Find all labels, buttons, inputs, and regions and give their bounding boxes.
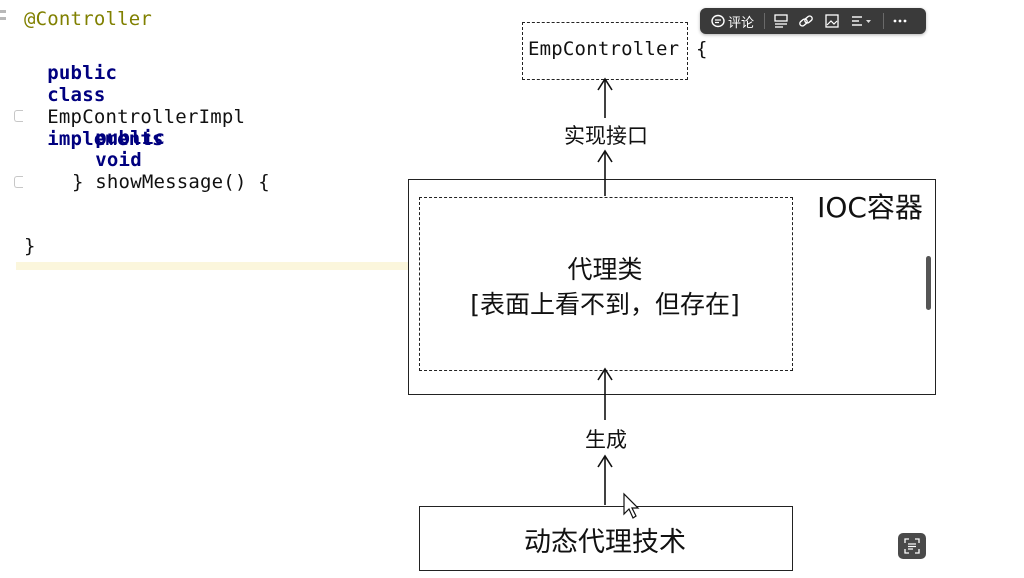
dynamic-proxy-tech-box bbox=[419, 506, 793, 571]
link-button[interactable] bbox=[793, 10, 819, 32]
scan-text-button[interactable] bbox=[898, 533, 926, 559]
class-open-brace: { bbox=[696, 38, 708, 60]
toolbar-divider bbox=[883, 13, 884, 29]
fold-marker[interactable] bbox=[14, 110, 23, 122]
implements-label: 实现接口 bbox=[564, 124, 648, 148]
keyword-void: void bbox=[95, 149, 142, 171]
scrollbar[interactable] bbox=[926, 256, 931, 310]
keyword-public: public bbox=[47, 62, 118, 84]
fold-marker[interactable] bbox=[14, 176, 23, 188]
code-method-declaration: public void showMessage() { bbox=[72, 105, 270, 193]
comment-button[interactable]: 评论 bbox=[704, 10, 760, 32]
class-close-brace: } bbox=[24, 235, 36, 257]
toolbar-divider bbox=[764, 13, 765, 29]
mouse-cursor-icon bbox=[623, 492, 640, 519]
arrow-head bbox=[597, 77, 613, 91]
keyword-class: class bbox=[47, 84, 106, 106]
align-icon bbox=[852, 16, 871, 26]
class-name: EmpControllerImpl bbox=[47, 106, 246, 128]
align-dropdown[interactable] bbox=[845, 10, 879, 32]
code-annotation: @Controller bbox=[24, 8, 153, 30]
gutter-mark bbox=[0, 17, 6, 20]
method-signature: showMessage() { bbox=[95, 171, 270, 193]
more-icon bbox=[893, 19, 907, 23]
arrow-head bbox=[597, 367, 613, 381]
proxy-title: 代理类 bbox=[567, 255, 643, 284]
method-close-brace: } bbox=[72, 171, 84, 193]
ioc-label: IOC容器 bbox=[817, 191, 923, 224]
gutter-mark bbox=[0, 10, 6, 13]
code-class-declaration: public class EmpControllerImpl implement… bbox=[24, 40, 245, 150]
keyword-public: public bbox=[95, 127, 166, 149]
more-button[interactable] bbox=[888, 10, 912, 32]
image-icon bbox=[825, 14, 839, 28]
arrow-head bbox=[597, 454, 613, 468]
comment-icon bbox=[711, 14, 725, 28]
floating-toolbar: 评论 bbox=[700, 8, 926, 34]
comment-label: 评论 bbox=[727, 15, 754, 31]
interface-name: EmpController bbox=[528, 38, 680, 60]
scan-text-icon bbox=[904, 538, 920, 554]
image-button[interactable] bbox=[819, 10, 845, 32]
link-icon bbox=[799, 15, 813, 27]
paragraph-button[interactable] bbox=[769, 10, 793, 32]
generate-label: 生成 bbox=[585, 428, 627, 452]
paragraph-icon bbox=[774, 14, 788, 28]
arrow-head bbox=[597, 149, 613, 163]
ioc-container-box bbox=[408, 179, 936, 395]
keyword-implements: implements bbox=[47, 128, 164, 150]
proxy-note: [表面上看不到，但存在] bbox=[470, 290, 740, 319]
current-line-highlight bbox=[16, 262, 716, 270]
tech-label: 动态代理技术 bbox=[524, 527, 686, 558]
